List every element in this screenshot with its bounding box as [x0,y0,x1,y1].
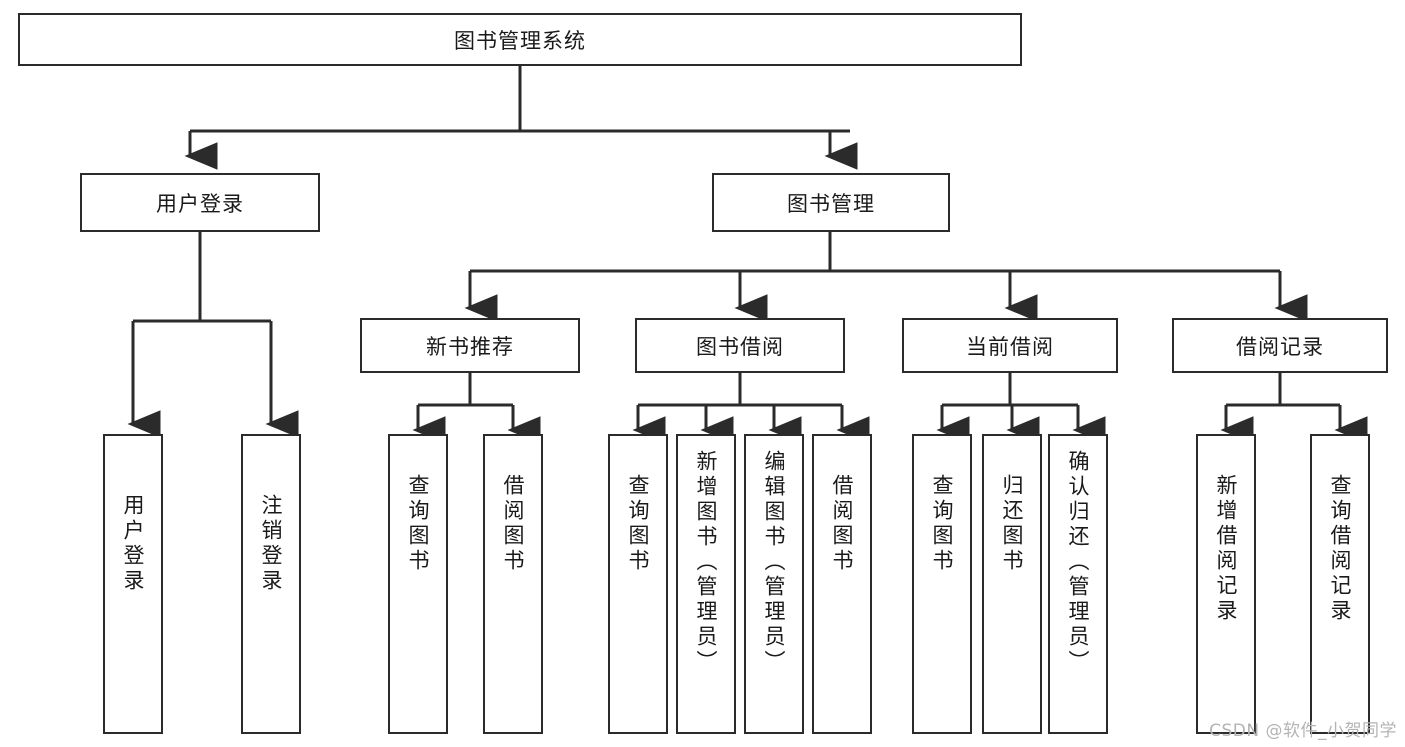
node-leaf-query-book-1-label: 查询图书 [406,474,431,574]
node-leaf-query-book-2-label: 查询图书 [626,474,651,574]
node-leaf-borrow-book-1-label: 借阅图书 [501,474,526,574]
node-leaf-borrow-book-1[interactable]: 借阅图书 [483,434,543,734]
watermark-text: CSDN @软件_小贺同学 [1209,721,1397,741]
node-root-system-label: 图书管理系统 [454,28,586,53]
node-leaf-query-borrow-record[interactable]: 查询借阅记录 [1310,434,1370,734]
node-leaf-query-book-3[interactable]: 查询图书 [912,434,972,734]
node-root-system[interactable]: 图书管理系统 [18,13,1022,66]
node-leaf-add-book-label: 新增图书（管理员） [694,450,719,675]
node-leaf-return-book[interactable]: 归还图书 [982,434,1042,734]
node-leaf-borrow-book-2[interactable]: 借阅图书 [812,434,872,734]
node-leaf-edit-book-label: 编辑图书（管理员） [762,450,787,675]
node-leaf-add-borrow-record[interactable]: 新增借阅记录 [1196,434,1256,734]
node-leaf-query-borrow-record-label: 查询借阅记录 [1328,474,1353,624]
node-leaf-logout[interactable]: 注销登录 [241,434,301,734]
node-leaf-borrow-book-2-label: 借阅图书 [830,474,855,574]
node-new-book-recommend[interactable]: 新书推荐 [360,318,580,373]
node-leaf-user-login-label: 用户登录 [121,494,146,594]
node-book-management-label: 图书管理 [787,191,875,216]
node-book-management[interactable]: 图书管理 [712,173,950,232]
node-new-book-recommend-label: 新书推荐 [426,334,514,359]
node-leaf-confirm-return[interactable]: 确认归还（管理员） [1048,434,1108,734]
node-leaf-query-book-2[interactable]: 查询图书 [608,434,668,734]
node-user-login-label: 用户登录 [156,191,244,216]
node-current-borrow-label: 当前借阅 [966,334,1054,359]
node-leaf-edit-book[interactable]: 编辑图书（管理员） [744,434,804,734]
node-leaf-query-book-3-label: 查询图书 [930,474,955,574]
node-leaf-confirm-return-label: 确认归还（管理员） [1066,450,1091,675]
node-borrow-records-label: 借阅记录 [1236,334,1324,359]
node-book-borrow[interactable]: 图书借阅 [635,318,845,373]
node-leaf-query-book-1[interactable]: 查询图书 [388,434,448,734]
node-leaf-return-book-label: 归还图书 [1000,474,1025,574]
node-leaf-logout-label: 注销登录 [259,494,284,594]
node-current-borrow[interactable]: 当前借阅 [902,318,1118,373]
node-user-login[interactable]: 用户登录 [80,173,320,232]
node-leaf-user-login[interactable]: 用户登录 [103,434,163,734]
node-leaf-add-borrow-record-label: 新增借阅记录 [1214,474,1239,624]
node-borrow-records[interactable]: 借阅记录 [1172,318,1388,373]
node-book-borrow-label: 图书借阅 [696,334,784,359]
node-leaf-add-book[interactable]: 新增图书（管理员） [676,434,736,734]
